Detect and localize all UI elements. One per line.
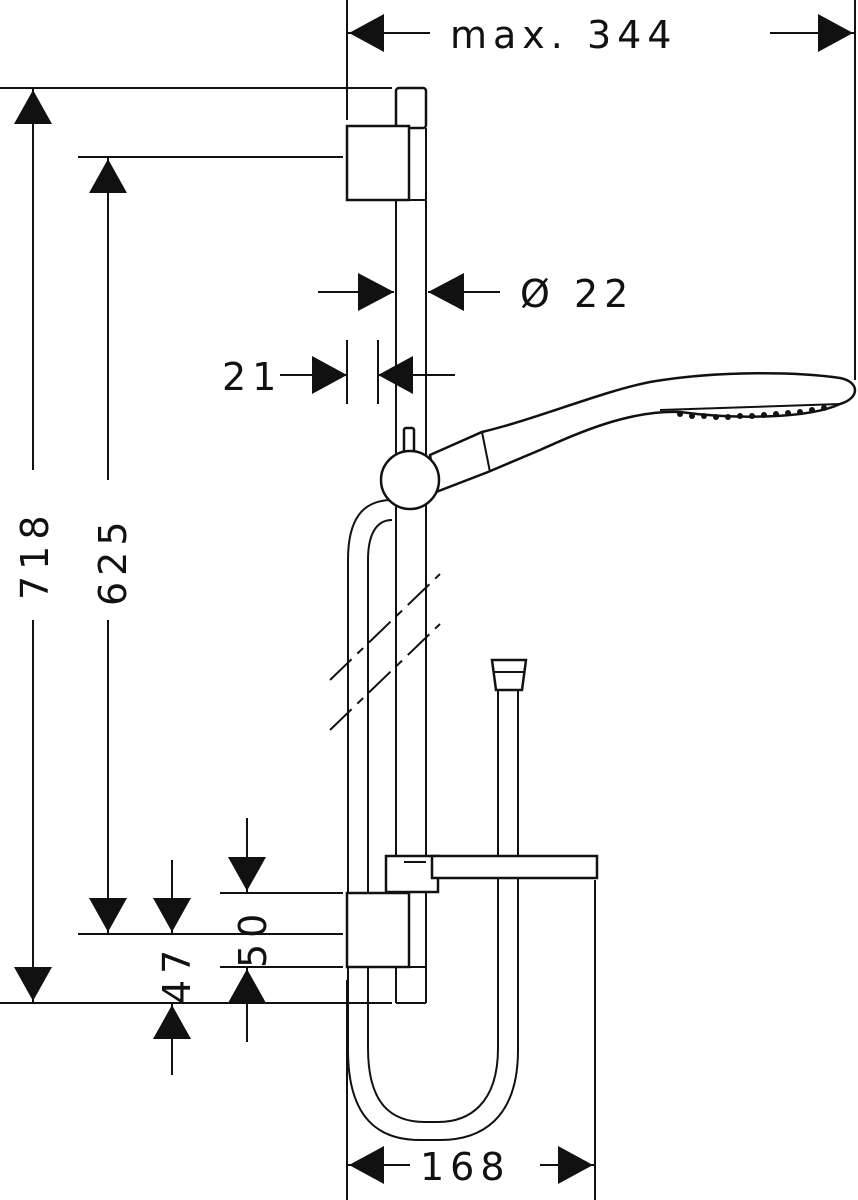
dimension-rail-height-label: 625 [91,515,135,606]
dimension-rail-height: 625 [78,156,343,935]
hand-shower [428,372,857,494]
shower-hose [347,499,528,1141]
spray-nozzles [677,405,827,420]
dimension-total-height: 718 [0,87,392,1004]
dimension-width-label: 168 [420,1145,511,1189]
bottom-wall-bracket [345,891,426,969]
break-lines [329,573,441,731]
dimension-width: 168 [346,880,596,1200]
shower-holder [379,426,441,511]
dimension-bottom-offset-label: 47 [155,944,199,1004]
soap-shelf [384,854,599,894]
dimension-holder-height-label: 50 [231,908,275,968]
dimension-max-width: max. 344 [346,0,856,380]
dimension-bottom-offset: 47 [150,860,200,1075]
dimension-max-width-label: max. 344 [450,13,677,57]
dimension-diameter: Ø 22 [318,272,634,316]
dimension-holder-height: 50 [220,818,343,1042]
dimension-diameter-label: Ø 22 [520,272,634,316]
dimension-wall-offset: 21 [222,340,455,404]
dimension-total-height-label: 718 [13,509,57,600]
dimension-wall-offset-label: 21 [222,355,282,399]
top-wall-bracket [345,124,426,202]
